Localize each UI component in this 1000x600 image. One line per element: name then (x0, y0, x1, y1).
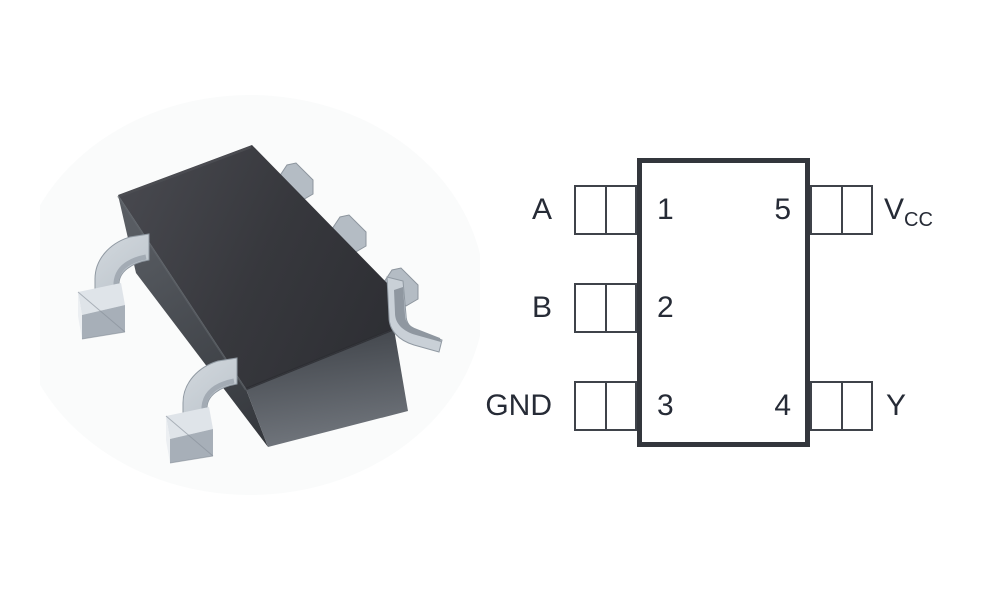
ic-body-outline (637, 158, 810, 447)
pin-label-b: B (531, 291, 552, 324)
pin-label-vcc-subscript: CC (904, 209, 933, 231)
pin-stub-divider (840, 187, 843, 233)
pin-label-y-main: Y (886, 389, 907, 422)
pin-number-1: 1 (657, 193, 674, 226)
pin-label-vcc: VCC (884, 185, 933, 235)
pin-stub-gnd (574, 381, 637, 431)
pin-label-gnd: GND (485, 389, 552, 422)
east-gullwing-lead (386, 276, 443, 353)
pin-label-y: Y (886, 381, 906, 431)
near-gullwing-lead (77, 233, 150, 340)
pin-number-5: 5 (774, 193, 791, 226)
pin-stub-divider (604, 285, 607, 331)
pin-stub-a (574, 185, 637, 235)
pin-stub-y (810, 381, 873, 431)
pin-label-a: A (531, 193, 552, 226)
pin-number-3: 3 (657, 389, 674, 422)
pin-label-vcc-main: V (884, 193, 905, 226)
pin-stub-divider (604, 383, 607, 429)
pin-stub-divider (840, 383, 843, 429)
pin-number-2: 2 (657, 291, 674, 324)
pin-stub-divider (604, 187, 607, 233)
pin-number-4: 4 (774, 389, 791, 422)
sot23-5-package-3d-image (40, 95, 480, 495)
pin-stub-b (574, 283, 637, 333)
pin-stub-vcc (810, 185, 873, 235)
